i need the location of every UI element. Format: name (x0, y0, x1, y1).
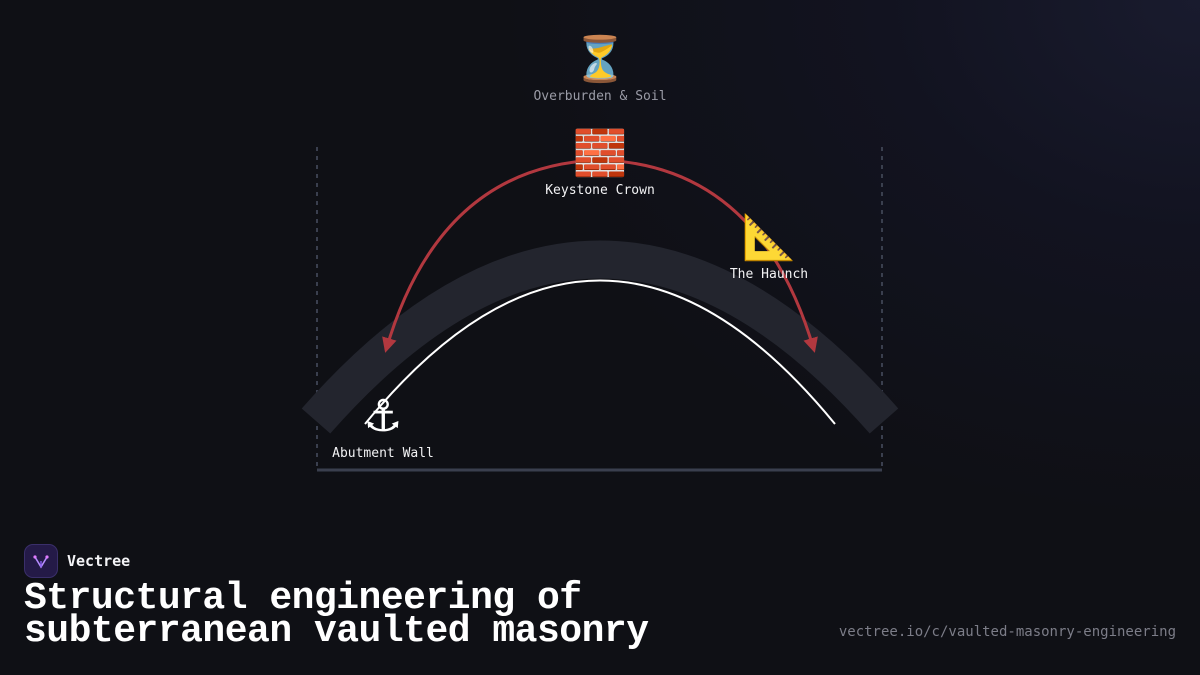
anchor-icon: ⚓ (363, 391, 403, 442)
brick-icon: 🧱 (572, 128, 628, 179)
keystone-node: 🧱 Keystone Crown (545, 128, 655, 198)
haunch-label: The Haunch (729, 267, 809, 282)
abutment-label: Abutment Wall (332, 446, 434, 461)
brand[interactable]: Vectree (24, 544, 130, 578)
brand-name: Vectree (67, 552, 131, 570)
thrust-arrow-left (382, 158, 601, 353)
hourglass-icon: ⏳ (572, 34, 628, 85)
triangular-ruler-icon: 📐 (741, 212, 797, 263)
abutment-node: ⚓ Abutment Wall (332, 391, 434, 461)
keystone-label: Keystone Crown (545, 183, 655, 198)
vectree-logo-icon (24, 544, 58, 578)
arch-band (301, 240, 899, 434)
haunch-node: 📐 The Haunch (730, 212, 808, 282)
inner-arch-curve (364, 279, 836, 425)
overburden-node: ⏳ Overburden & Soil (533, 34, 666, 104)
source-url[interactable]: vectree.io/c/vaulted-masonry-engineering (838, 624, 1176, 640)
thrust-arrow-right (599, 158, 818, 353)
overburden-label: Overburden & Soil (533, 89, 667, 104)
page-title: Structural engineering of subterranean v… (24, 577, 649, 653)
